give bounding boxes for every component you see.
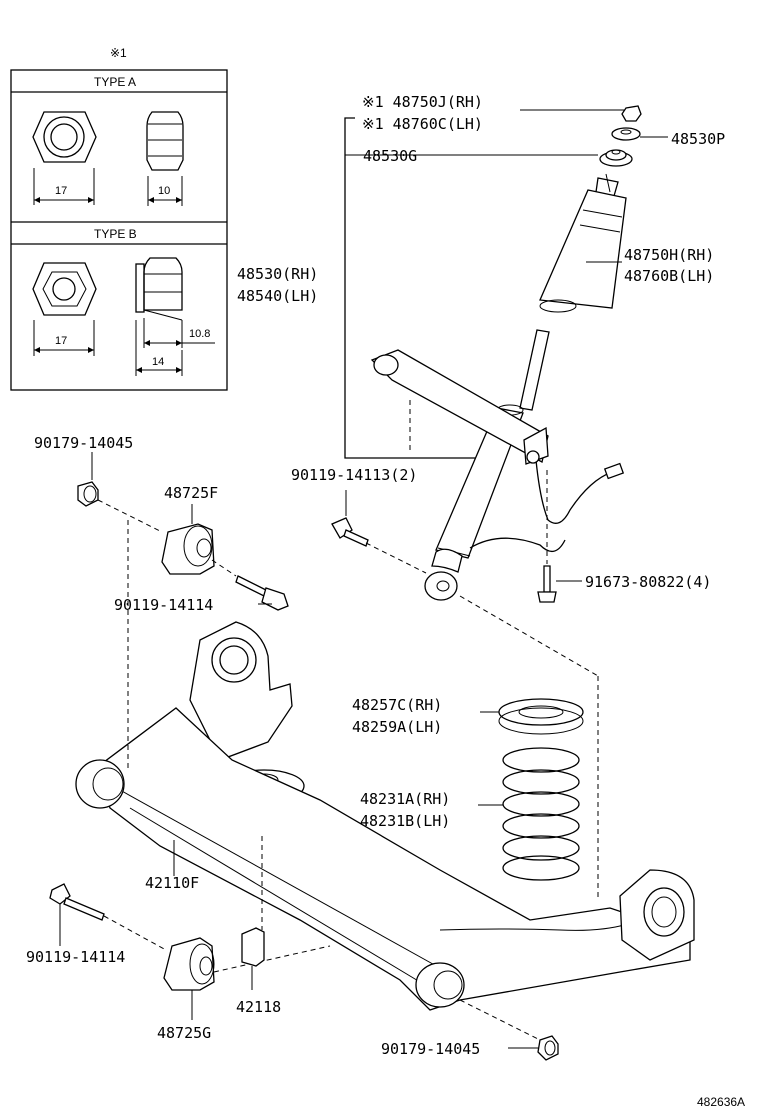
coil-spring-48231A [478,747,580,881]
nut-type-inset [10,69,228,391]
label-90179-14045-top: 90179-14045 [34,434,134,452]
label-48750J: ※1 48750J(RH) [362,93,483,111]
label-48530P: 48530P [671,130,726,148]
bolt-90119-14114-bottom [49,883,167,951]
type-b-dim-flange: 10.8 [189,328,211,340]
type-a-dim-width: 17 [55,185,68,197]
label-48725F: 48725F [164,484,219,502]
bump-stopper-48750H [539,173,627,313]
diagram-reference-code: 482636A [697,1095,746,1109]
label-90119-14114-bottom: 90119-14114 [26,948,126,966]
nut-90179-14045-top [77,452,163,533]
shock-absorber-group [331,105,668,603]
bolt-90119-14114-top [211,559,289,611]
label-42118: 42118 [236,998,282,1016]
axle-beam-42110F [75,520,695,1011]
label-48259A: 48259A(LH) [352,718,443,736]
label-90179-14045-bottom: 90179-14045 [381,1040,481,1058]
label-48760B: 48760B(LH) [624,267,715,285]
bushing-48725G [163,937,331,1020]
type-a-title: TYPE A [94,75,137,89]
label-48760C: ※1 48760C(LH) [362,115,483,133]
type-a-nut-side [146,111,184,206]
label-90119-14114-top: 90119-14114 [114,596,214,614]
label-48725G: 48725G [157,1024,212,1042]
inset-note-mark: ※1 [110,46,127,60]
type-b-dim-width: 17 [55,335,68,347]
label-48231B: 48231B(LH) [360,812,451,830]
spring-group [478,698,584,881]
washer-48530P [611,127,641,141]
type-a-nut-front [32,111,97,205]
type-b-nut-front [32,262,97,356]
bolt-90119-14113 [331,490,427,574]
label-48540: 48540(LH) [237,287,319,305]
nut-90179-14045-bottom [459,999,559,1061]
type-b-dim-height: 14 [152,356,165,368]
nut-48750J [621,105,642,122]
label-48750H: 48750H(RH) [624,246,715,264]
shock-absorber-48530 [370,329,625,601]
bracket-42118 [241,927,265,990]
type-a-dim-height: 10 [158,185,171,197]
label-90119-14113: 90119-14113(2) [291,466,418,484]
bushing-48725F [161,504,215,575]
type-b-title: TYPE B [94,227,137,241]
label-42110F: 42110F [145,874,200,892]
label-48530G: 48530G [363,147,418,165]
type-b-nut-side [135,257,215,376]
insulator-48530G [599,149,633,167]
label-48530: 48530(RH) [237,265,319,283]
bolt-91673-80822 [537,470,582,603]
label-48231A: 48231A(RH) [360,790,451,808]
label-48257C: 48257C(RH) [352,696,443,714]
insulator-48257C [480,698,584,735]
label-91673-80822: 91673-80822(4) [585,573,712,591]
